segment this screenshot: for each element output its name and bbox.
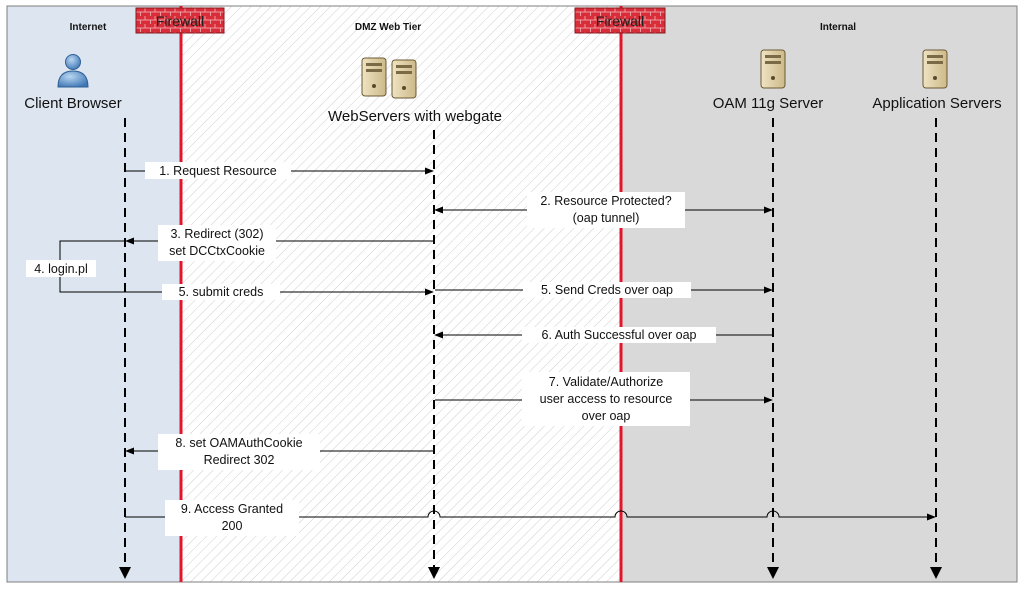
firewall-label-2: Firewall — [596, 13, 644, 29]
message-8-label-line2: Redirect 302 — [204, 453, 275, 467]
message-2-label-line2: (oap tunnel) — [573, 211, 640, 225]
person-icon — [57, 54, 89, 88]
message-3-label-line2: set DCCtxCookie — [169, 244, 265, 258]
firewall-box-1: Firewall — [135, 7, 225, 34]
message-3-label-line1: 3. Redirect (302) — [170, 227, 263, 241]
message-4-label: 4. login.pl — [34, 262, 88, 276]
message-5b-label: 5. Send Creds over oap — [541, 283, 673, 297]
message-5a-label: 5. submit creds — [179, 285, 264, 299]
message-9-label-line1: 9. Access Granted — [181, 502, 283, 516]
actor-webservers: WebServers with webgate — [328, 108, 502, 125]
firewall-box-2: Firewall — [574, 7, 666, 34]
message-1-label: 1. Request Resource — [159, 164, 276, 178]
lifeline-end-client — [119, 567, 131, 579]
lifeline-end-webservers — [428, 567, 440, 579]
lifeline-end-appservers — [930, 567, 942, 579]
message-7-label-line2: user access to resource — [540, 392, 673, 406]
message-9-label-line2: 200 — [222, 519, 243, 533]
lifeline-end-oam — [767, 567, 779, 579]
zone-title-dmz: DMZ Web Tier — [355, 22, 421, 33]
message-9-arrow — [125, 510, 936, 521]
zone-title-internet: Internet — [70, 22, 107, 33]
webservers-icon — [361, 57, 417, 99]
message-6-label: 6. Auth Successful over oap — [542, 328, 697, 342]
zone-title-internal: Internal — [820, 22, 856, 33]
internet-zone — [6, 5, 182, 583]
message-7-label-line3: over oap — [582, 409, 631, 423]
message-7-label-line1: 7. Validate/Authorize — [549, 375, 663, 389]
message-2-label-line1: 2. Resource Protected? — [540, 194, 671, 208]
actor-app-servers: Application Servers — [872, 95, 1001, 112]
oam-server-icon — [760, 49, 786, 89]
actor-oam-server: OAM 11g Server — [713, 95, 824, 112]
actor-client-browser: Client Browser — [24, 95, 122, 112]
message-8-label-line1: 8. set OAMAuthCookie — [175, 436, 302, 450]
app-server-icon — [922, 49, 948, 89]
firewall-label-1: Firewall — [156, 13, 204, 29]
